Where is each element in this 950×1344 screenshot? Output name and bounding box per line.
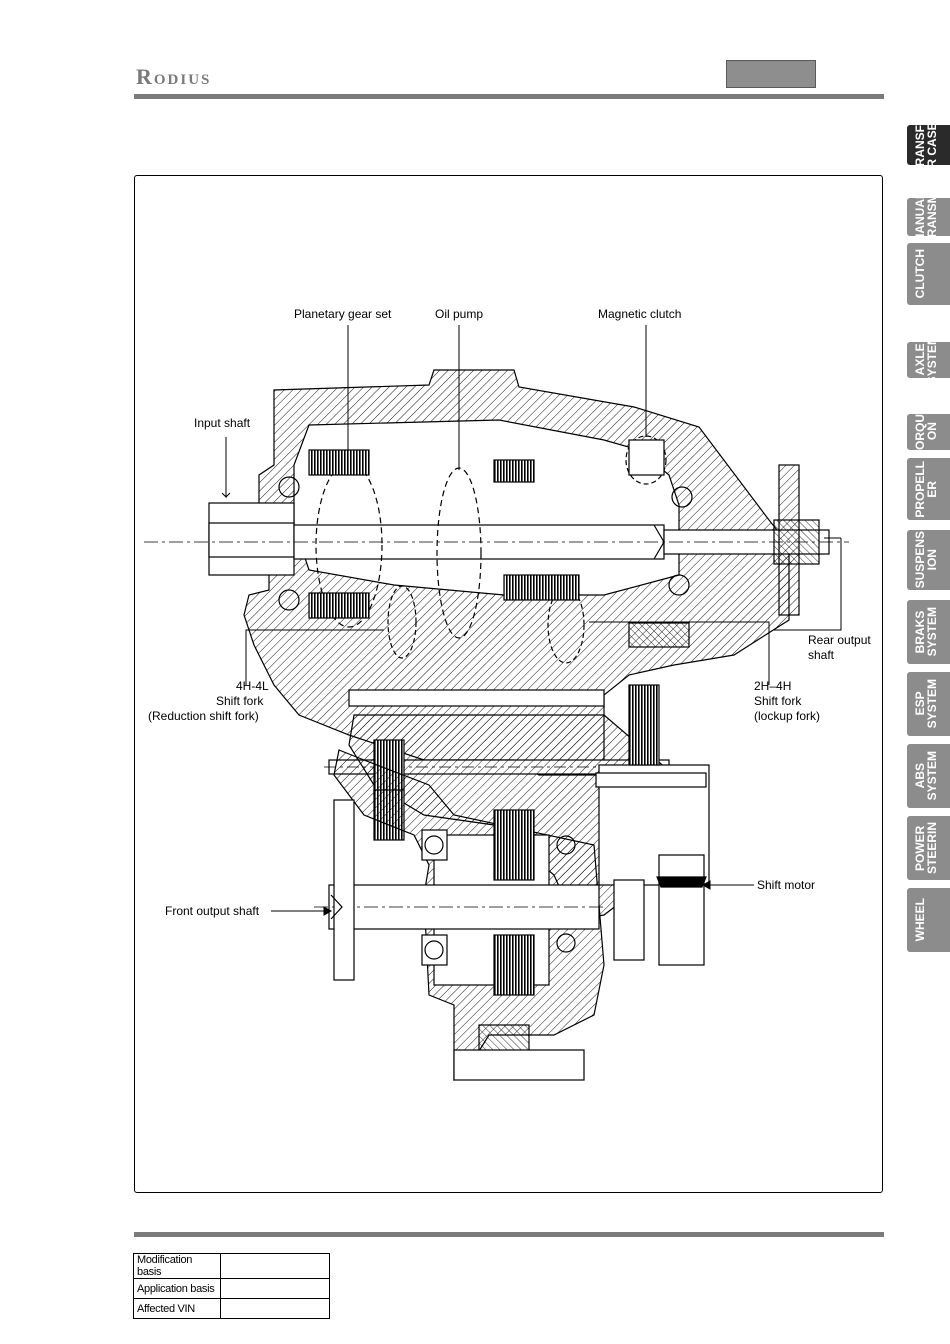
transfer-case-cross-section [144, 325, 849, 1081]
affected-vin-label: Affected VIN [133, 1298, 221, 1319]
modification-basis-value [220, 1253, 330, 1279]
tab-power-steering[interactable]: POWER STEERIN [907, 816, 950, 880]
label-4h4l-line3: (Reduction shift fork) [148, 709, 259, 723]
footer-rule [134, 1232, 884, 1237]
table-row: Affected VIN [133, 1298, 330, 1319]
label-2h4h-line3: (lockup fork) [754, 709, 821, 723]
application-basis-label: Application basis [133, 1278, 221, 1299]
tab-abs-system[interactable]: ABS SYSTEM [907, 744, 950, 808]
label-input-shaft: Input shaft [194, 416, 251, 430]
label-front-output-shaft: Front output shaft [165, 904, 260, 918]
tab-axle-system[interactable]: AXLE SYSTEM [907, 342, 950, 378]
application-basis-value [220, 1278, 330, 1299]
label-shift-motor: Shift motor [757, 878, 816, 892]
label-2h4h-line1: 2H–4H [754, 679, 792, 693]
label-2h4h-line2: Shift fork [754, 694, 802, 708]
tab-manual-transmission[interactable]: MANUAL TRANSMI [907, 198, 950, 236]
modification-basis-label: Modification basis [133, 1253, 221, 1279]
label-4h4l-line2: Shift fork [216, 694, 264, 708]
label-oil-pump: Oil pump [435, 307, 484, 321]
table-row: Modification basis [133, 1253, 330, 1279]
tab-transfer-case[interactable]: TRANSFE R CASE [907, 125, 950, 165]
label-rear-output-shaft-line1: Rear output [808, 633, 871, 647]
header-section-box [726, 60, 816, 88]
tab-suspension[interactable]: SUSPENS ION [907, 530, 950, 590]
tab-torque-on[interactable]: TORQUE ON [907, 414, 950, 450]
affected-vin-value [220, 1298, 330, 1319]
tab-clutch[interactable]: CLUTCH [907, 243, 950, 305]
table-row: Application basis [133, 1278, 330, 1299]
header-rule [134, 94, 884, 99]
diagram-frame [134, 175, 883, 1193]
tab-wheel[interactable]: WHEEL [907, 888, 950, 952]
label-planetary-gear-set: Planetary gear set [294, 307, 392, 321]
brand-logo: Rodius [136, 64, 212, 89]
label-magnetic-clutch: Magnetic clutch [598, 307, 682, 321]
label-rear-output-shaft-line2: shaft [808, 648, 835, 662]
modification-info-table: Modification basis Application basis Aff… [133, 1253, 330, 1319]
label-4h4l-line1: 4H-4L [236, 679, 269, 693]
tab-brakes-system[interactable]: BRAKS SYSTEM [907, 600, 950, 664]
tab-esp-system[interactable]: ESP SYSTEM [907, 672, 950, 736]
tab-propeller[interactable]: PROPELL ER [907, 458, 950, 520]
